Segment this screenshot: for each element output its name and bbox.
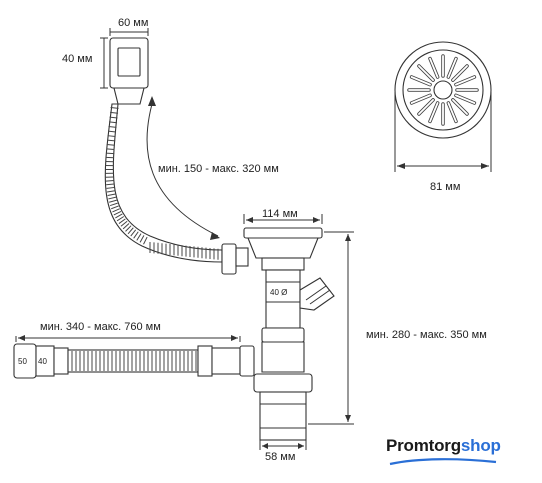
pipe-diameter-label: 58 мм: [265, 451, 295, 463]
hose-rib: [106, 149, 114, 150]
handle-width-label: 60 мм: [118, 17, 148, 29]
brand-logo: Promtorgshop: [386, 436, 501, 456]
hose-rib: [107, 140, 115, 141]
overflow-hose-label: мин. 150 - макс. 320 мм: [158, 163, 279, 175]
total-height-dimension: [308, 232, 354, 424]
connector-left-label: 50: [18, 357, 27, 366]
overflow-hose: [105, 104, 222, 262]
drain-hose-dimension: [16, 335, 240, 342]
bowl-width-label: 114 мм: [262, 208, 298, 220]
vertical-pipe: [266, 270, 300, 328]
grate-diameter-label: 81 мм: [430, 181, 460, 193]
connector-right-label: 40: [38, 357, 47, 366]
hose-rib: [107, 145, 115, 146]
hose-rib: [106, 181, 114, 182]
side-outlet: [300, 278, 334, 310]
side-outlet-label: 40 Ø: [270, 288, 287, 297]
strainer-bowl: [244, 228, 322, 270]
brand-name-accent: shop: [461, 436, 501, 455]
brand-swoosh-icon: [388, 456, 498, 468]
overflow-connector: [222, 244, 248, 274]
total-height-label: мин. 280 - макс. 350 мм: [366, 329, 487, 341]
handle-height-dimension: [100, 38, 108, 88]
drain-hose: [14, 344, 254, 378]
drain-grate: [395, 42, 491, 138]
upper-nut: [262, 328, 304, 342]
handle-width-dimension: [110, 28, 148, 36]
siphon-bottle: [254, 342, 312, 440]
handle-height-label: 40 мм: [62, 53, 92, 65]
drain-hose-label: мин. 340 - макс. 760 мм: [40, 321, 161, 333]
brand-name-primary: Promtorg: [386, 436, 461, 455]
pipe-diameter-dimension: [260, 440, 306, 450]
overflow-handle: [110, 38, 148, 104]
